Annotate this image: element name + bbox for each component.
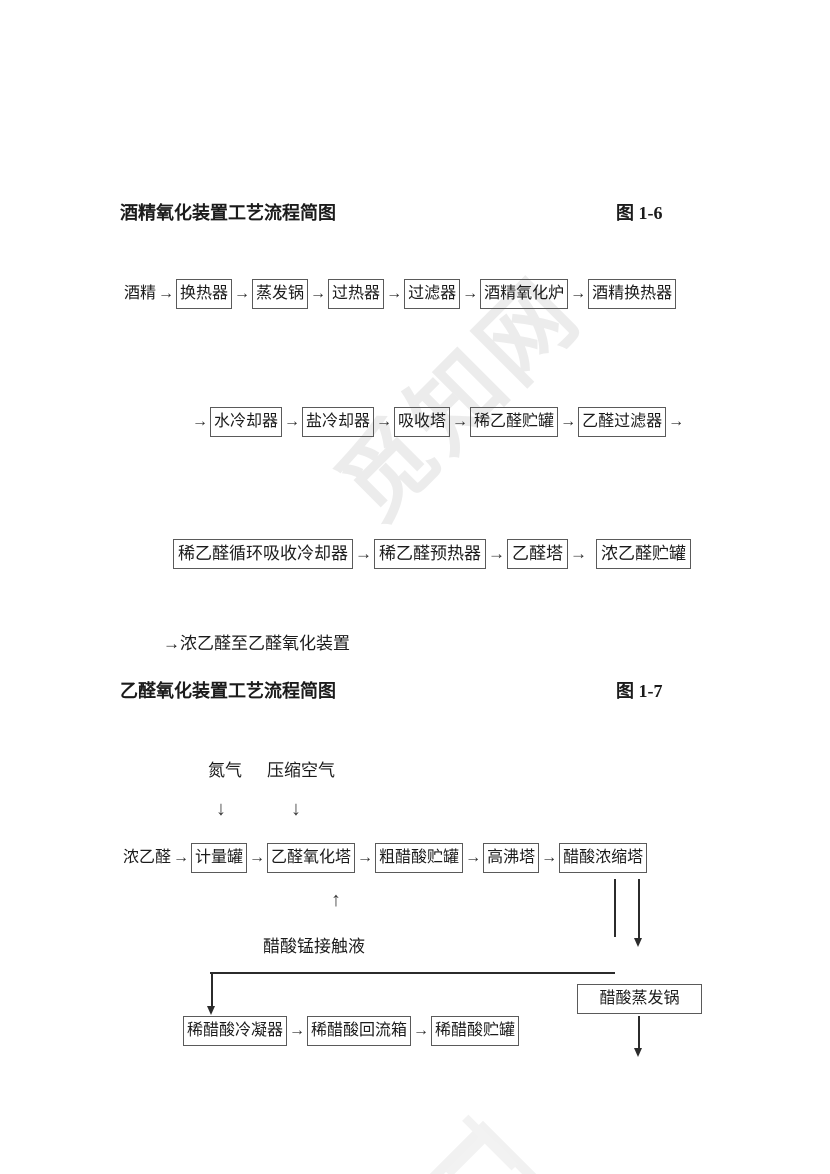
arrow-right-icon: → [173,849,190,866]
arrow-right-icon: → [465,849,482,866]
figure1-label: 图 1-6 [616,203,663,223]
arrow-right-icon: → [284,413,301,430]
arrow-right-icon: → [462,285,479,302]
arrow-down-icon: ↓ [216,798,226,820]
arrow-right-icon: → [452,413,469,430]
arrow-right-icon: → [158,285,175,302]
connector-vline [614,879,616,937]
arrow-down-icon: ↓ [291,798,301,820]
process-box: 粗醋酸贮罐 [375,843,464,873]
fig1-flow-row-1: 酒精 → 换热器 → 蒸发锅 → 过热器 → 过滤器 → 酒精氧化炉 → 酒精换… [124,279,677,309]
arrow-right-icon: → [234,285,251,302]
arrow-right-icon: → [310,285,327,302]
contact-liquid-label: 醋酸锰接触液 [263,937,365,956]
connector-hline [210,972,615,974]
arrow-right-icon: → [668,413,685,430]
fig1-flow-row-3: 稀乙醛循环吸收冷却器 → 稀乙醛预热器 → 乙醛塔 → 浓乙醛贮罐 [173,539,691,569]
arrow-right-icon: → [289,1022,306,1039]
process-box: 计量罐 [191,843,248,873]
process-box: 高沸塔 [483,843,540,873]
feed-label-nitrogen: 氮气 [208,761,242,780]
arrow-up-icon: ↑ [331,889,341,911]
process-box: 稀乙醛预热器 [374,539,486,569]
process-box: 蒸发锅 [252,279,309,309]
process-box: 换热器 [176,279,233,309]
feed-label-compressed-air: 压缩空气 [267,761,335,780]
process-box: 吸收塔 [394,407,451,437]
connector-arrow-line [638,879,640,939]
process-box: 稀醋酸冷凝器 [183,1016,288,1046]
arrow-right-icon: → [413,1022,430,1039]
process-box: 盐冷却器 [302,407,375,437]
process-box: 稀乙醛循环吸收冷却器 [173,539,353,569]
process-box: 稀醋酸回流箱 [307,1016,412,1046]
arrow-head-down [634,1048,642,1057]
process-box: 乙醛塔 [507,539,568,569]
fig2-flow-row-2: 稀醋酸冷凝器 → 稀醋酸回流箱 → 稀醋酸贮罐 [183,1016,520,1046]
process-box: 酒精换热器 [588,279,677,309]
arrow-right-icon: → [570,285,587,302]
process-box: 乙醛过滤器 [578,407,667,437]
process-box: 稀醋酸贮罐 [431,1016,520,1046]
process-box: 浓乙醛贮罐 [596,539,691,569]
outflow-note: →浓乙醛至乙醛氧化装置 [163,634,350,653]
arrow-right-icon: → [570,544,587,563]
process-box: 稀乙醛贮罐 [470,407,559,437]
arrow-right-icon: → [376,413,393,430]
arrow-head-down [634,938,642,947]
arrow-right-icon: → [192,413,208,430]
process-box: 水冷却器 [210,407,283,437]
arrow-right-icon: → [355,544,372,563]
figure2-title: 乙醛氧化装置工艺流程简图 [120,681,336,701]
arrow-right-icon: → [541,849,558,866]
arrow-right-icon: → [560,413,577,430]
process-box-evaporator: 醋酸蒸发锅 [577,984,702,1014]
stream-label-alcohol: 酒精 [124,285,157,302]
arrow-right-icon: → [357,849,374,866]
process-box: 酒精氧化炉 [480,279,569,309]
fig2-flow-row-1: 浓乙醛 → 计量罐 → 乙醛氧化塔 → 粗醋酸贮罐 → 高沸塔 → 醋酸浓缩塔 [123,843,648,873]
arrow-right-icon: → [249,849,266,866]
process-box: 过滤器 [404,279,461,309]
process-box: 醋酸浓缩塔 [559,843,648,873]
connector-arrow-line [638,1016,640,1049]
figure2-label: 图 1-7 [616,681,663,701]
process-box: 乙醛氧化塔 [267,843,356,873]
arrow-head-down [207,1006,215,1015]
fig1-flow-row-2: → 水冷却器 → 盐冷却器 → 吸收塔 → 稀乙醛贮罐 → 乙醛过滤器 → [191,407,685,437]
process-box: 过热器 [328,279,385,309]
arrow-right-icon: → [488,544,505,563]
stream-label-concentrated-acetaldehyde: 浓乙醛 [123,849,172,866]
figure1-title: 酒精氧化装置工艺流程简图 [120,203,336,223]
connector-arrow-line [211,974,213,1007]
arrow-right-icon: → [386,285,403,302]
